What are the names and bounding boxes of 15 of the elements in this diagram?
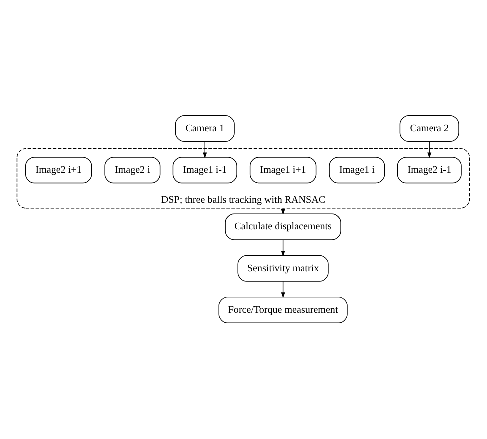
arrow bbox=[428, 141, 432, 159]
node-box: Image2 i bbox=[104, 157, 161, 184]
node-box: Image2 i-1 bbox=[397, 157, 462, 184]
arrow bbox=[203, 141, 208, 159]
arrow bbox=[281, 240, 286, 257]
node-box: Camera 1 bbox=[175, 116, 235, 142]
node-box: Calculate displacements bbox=[225, 214, 342, 240]
node-box: Camera 2 bbox=[400, 116, 460, 142]
node-box: Image1 i+1 bbox=[250, 157, 317, 184]
node-box: Image1 i bbox=[329, 157, 386, 184]
node-box: Image1 i-1 bbox=[172, 157, 238, 184]
arrow bbox=[281, 281, 286, 298]
node-box: Image2 i+1 bbox=[25, 157, 92, 184]
node-box: Force/Torque measurement bbox=[218, 296, 348, 324]
node-box: Sensitivity matrix bbox=[238, 255, 329, 282]
